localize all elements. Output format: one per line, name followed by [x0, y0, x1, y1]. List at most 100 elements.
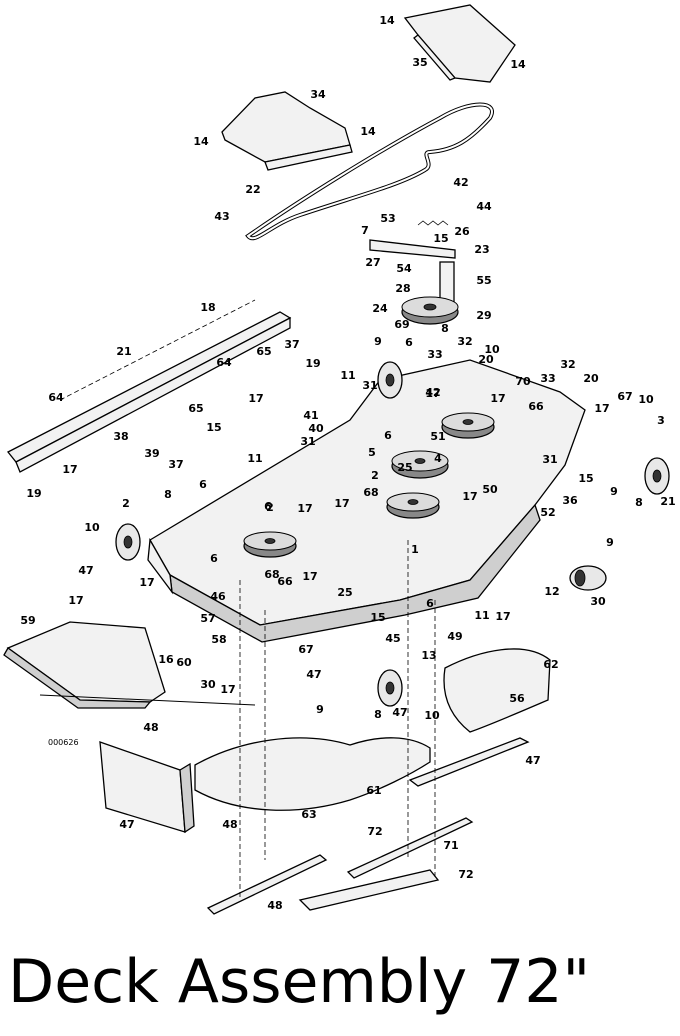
callout-60: 60	[176, 656, 192, 669]
callout-16: 16	[158, 653, 174, 666]
callout-11: 11	[247, 452, 262, 465]
callout-47: 47	[392, 706, 407, 719]
callout-3: 3	[657, 414, 665, 427]
callout-65: 65	[256, 345, 271, 358]
callout-41: 41	[303, 409, 318, 422]
callout-17: 17	[594, 402, 609, 415]
callout-17: 17	[334, 497, 349, 510]
callout-66: 66	[528, 400, 544, 413]
callout-21: 21	[116, 345, 131, 358]
callout-52: 52	[540, 506, 555, 519]
callout-15: 15	[370, 611, 385, 624]
callout-17: 17	[302, 570, 317, 583]
callout-17: 17	[68, 594, 83, 607]
callout-14: 14	[360, 125, 376, 138]
callout-38: 38	[113, 430, 128, 443]
callout-56: 56	[509, 692, 525, 705]
callout-9: 9	[316, 703, 324, 716]
callout-9: 9	[374, 335, 382, 348]
callout-14: 14	[379, 14, 395, 27]
callout-31: 31	[300, 435, 315, 448]
callout-43: 43	[214, 210, 229, 223]
callout-12: 12	[544, 585, 559, 598]
callout-62: 62	[543, 658, 558, 671]
callout-68: 68	[363, 486, 378, 499]
callout-33: 33	[427, 348, 442, 361]
callout-72: 72	[367, 825, 382, 838]
callout-11: 11	[340, 369, 355, 382]
callout-6: 6	[264, 500, 272, 513]
callout-37: 37	[168, 458, 183, 471]
callout-68: 68	[264, 568, 279, 581]
spindle-shaft-71	[298, 869, 440, 911]
callout-24: 24	[372, 302, 388, 315]
callout-10: 10	[84, 521, 100, 534]
callout-69: 69	[394, 318, 409, 331]
callout-30: 30	[200, 678, 216, 691]
callout-39: 39	[144, 447, 159, 460]
idler-assembly	[369, 220, 459, 325]
callout-58: 58	[211, 633, 226, 646]
callout-22: 22	[245, 183, 260, 196]
callout-61: 61	[366, 784, 381, 797]
callout-6: 6	[384, 429, 392, 442]
callout-13: 13	[421, 649, 436, 662]
drawing-code: 000626	[48, 738, 79, 747]
spindle-pulleys	[243, 412, 495, 558]
callout-18: 18	[200, 301, 215, 314]
callout-72: 72	[458, 868, 473, 881]
belt-shield-35	[403, 4, 516, 83]
callout-66: 66	[277, 575, 293, 588]
callout-6: 6	[210, 552, 218, 565]
baffle-63	[99, 741, 195, 834]
callout-2: 2	[266, 501, 274, 514]
drive-belt-22	[245, 102, 494, 241]
callout-10: 10	[484, 343, 500, 356]
callout-47: 47	[78, 564, 93, 577]
callout-37: 37	[284, 338, 299, 351]
callout-6: 6	[405, 336, 413, 349]
callout-36: 36	[562, 494, 578, 507]
belt-shield-34	[221, 91, 353, 171]
callout-32: 32	[457, 335, 472, 348]
callout-7: 7	[361, 224, 369, 237]
callout-70: 70	[515, 375, 531, 388]
callout-31: 31	[362, 379, 377, 392]
callout-44: 44	[476, 200, 492, 213]
callout-5: 5	[368, 446, 376, 459]
callout-10: 10	[424, 709, 440, 722]
callout-33: 33	[540, 372, 555, 385]
callout-9: 9	[606, 536, 614, 549]
callout-17: 17	[220, 683, 235, 696]
callout-17: 17	[490, 392, 505, 405]
callout-17: 17	[425, 387, 440, 400]
callout-64: 64	[216, 356, 232, 369]
callout-6: 6	[199, 478, 207, 491]
callout-8: 8	[374, 708, 382, 721]
callout-27: 27	[365, 256, 380, 269]
callout-8: 8	[164, 488, 172, 501]
callout-26: 26	[454, 225, 470, 238]
callout-8: 8	[635, 496, 643, 509]
callout-49: 49	[447, 630, 462, 643]
callout-17: 17	[462, 490, 477, 503]
callout-55: 55	[476, 274, 491, 287]
callout-21: 21	[660, 495, 675, 508]
callout-30: 30	[590, 595, 606, 608]
callout-45: 45	[385, 632, 400, 645]
callout-48: 48	[267, 899, 282, 912]
callout-11: 11	[474, 609, 489, 622]
callout-25: 25	[337, 586, 352, 599]
callout-15: 15	[206, 421, 221, 434]
callout-34: 34	[310, 88, 326, 101]
callout-15: 15	[433, 232, 448, 245]
callout-64: 64	[48, 391, 64, 404]
callout-63: 63	[301, 808, 316, 821]
rear-rail-18	[6, 299, 292, 473]
blades-48	[206, 737, 530, 915]
callout-48: 48	[143, 721, 158, 734]
callout-17: 17	[62, 463, 77, 476]
callout-25: 25	[397, 461, 412, 474]
callout-29: 29	[476, 309, 491, 322]
